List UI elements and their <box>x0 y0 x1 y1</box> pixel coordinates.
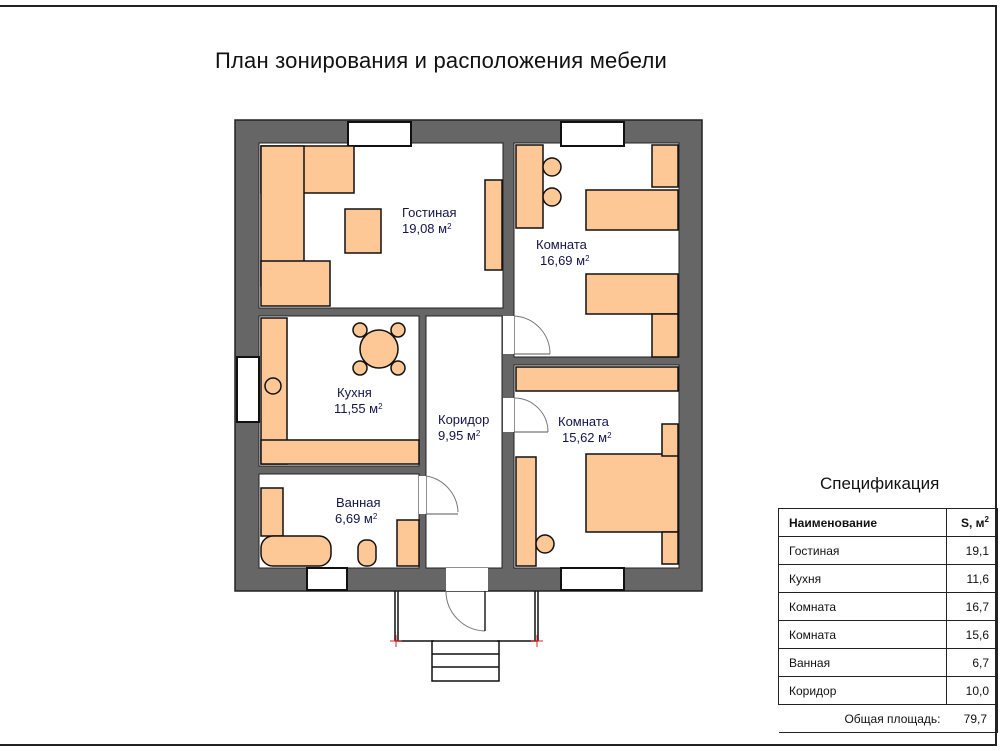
windows <box>236 121 625 591</box>
header-name: Наименование <box>778 508 947 537</box>
row-area: 6,7 <box>946 648 998 677</box>
doors <box>419 315 551 632</box>
row-area: 15,6 <box>946 620 998 649</box>
table-header-row: Наименование S, м2 <box>778 508 998 537</box>
row-name: Гостиная <box>778 536 947 565</box>
total-label: Общая площадь: <box>778 704 947 733</box>
page-title: План зонирования и расположения мебели <box>215 48 667 73</box>
furniture <box>260 144 679 567</box>
row-name: Коридор <box>778 676 947 705</box>
header-area: S, м2 <box>946 508 998 537</box>
row-area: 19,1 <box>946 536 998 565</box>
specification-title: Спецификация <box>820 474 940 493</box>
row-area: 16,7 <box>946 592 998 621</box>
row-area: 10,0 <box>946 676 998 705</box>
drawing-frame <box>0 5 997 746</box>
row-area: 11,6 <box>946 564 998 593</box>
row-name: Комната <box>778 620 947 649</box>
row-name: Кухня <box>778 564 947 593</box>
total-row: Общая площадь: 79,7 <box>778 704 998 733</box>
row-name: Комната <box>778 592 947 621</box>
total-value: 79,7 <box>946 704 998 733</box>
row-name: Ванная <box>778 648 947 677</box>
